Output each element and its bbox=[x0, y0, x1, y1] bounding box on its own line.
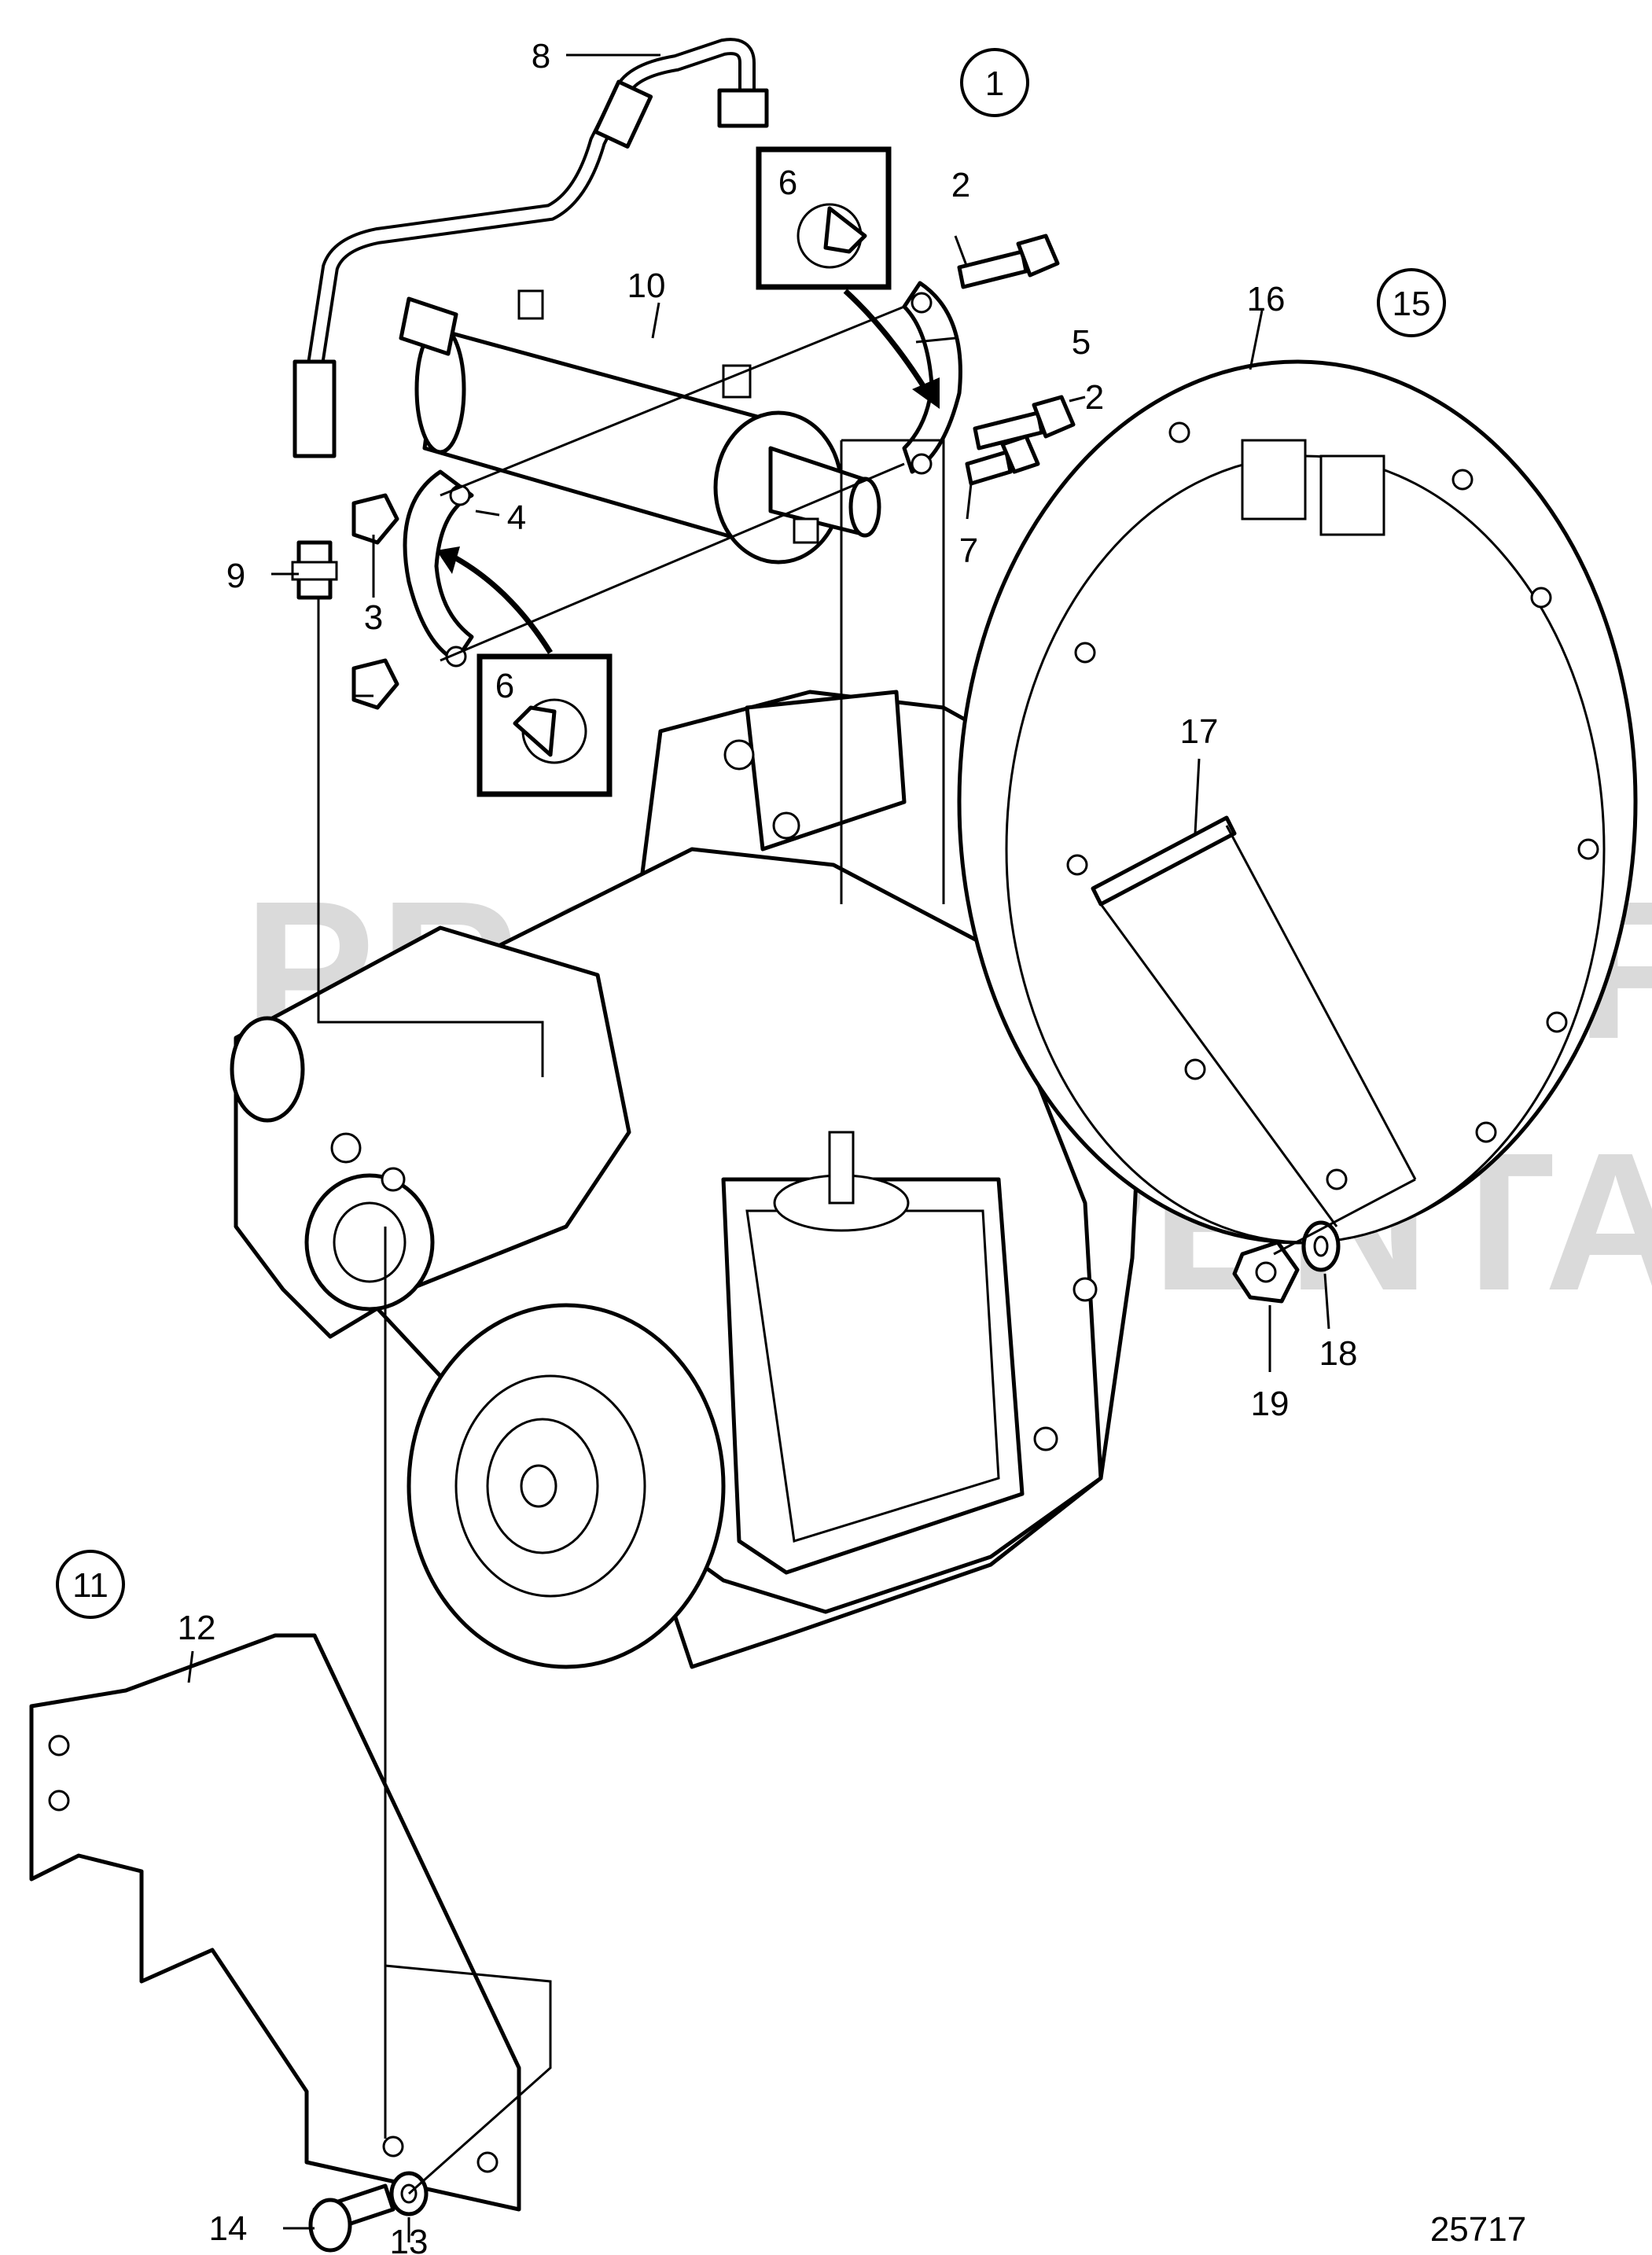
group-label-11: 11 bbox=[72, 1566, 109, 1605]
clamp-5 bbox=[902, 281, 962, 475]
detail-box-6-lower bbox=[436, 546, 613, 797]
callout-14: 14 bbox=[209, 2209, 248, 2248]
bracket-12 bbox=[29, 1633, 521, 2212]
callout-2-upper: 2 bbox=[951, 166, 970, 204]
callout-18: 18 bbox=[1319, 1334, 1358, 1373]
callout-9: 9 bbox=[226, 557, 245, 595]
clamp-4 bbox=[403, 469, 474, 668]
bolt-2-lower bbox=[973, 395, 1076, 451]
callout-8: 8 bbox=[532, 37, 550, 75]
callout-5: 5 bbox=[1072, 323, 1091, 362]
callout-19: 19 bbox=[1251, 1385, 1290, 1423]
callout-7: 7 bbox=[959, 532, 978, 570]
nut-3-upper bbox=[351, 493, 399, 545]
group-label-15: 15 bbox=[1393, 285, 1431, 323]
callout-6-upper: 6 bbox=[778, 164, 797, 202]
callout-13: 13 bbox=[390, 2223, 429, 2255]
group-circle-11: 11 bbox=[56, 1550, 125, 1619]
callout-16: 16 bbox=[1247, 280, 1286, 318]
callout-3-upper: 3 bbox=[364, 598, 383, 637]
group-label-1: 1 bbox=[985, 64, 1004, 103]
callout-labels: 8 2 6 10 5 2 7 4 3 3 9 6 16 17 18 19 12 … bbox=[178, 37, 1358, 2255]
bolt-7 bbox=[965, 434, 1040, 486]
callout-2-lower: 2 bbox=[1085, 378, 1104, 417]
leader-lines bbox=[187, 53, 1417, 2242]
group-circle-1: 1 bbox=[960, 48, 1029, 117]
callout-4: 4 bbox=[507, 498, 526, 537]
detail-box-6-upper bbox=[756, 146, 940, 409]
bolt-14 bbox=[308, 2183, 396, 2253]
gearbox-housing bbox=[230, 690, 1150, 1669]
figure-number: 25717 bbox=[1430, 2210, 1526, 2249]
callout-6-lower: 6 bbox=[495, 667, 514, 705]
group-circle-15: 15 bbox=[1377, 268, 1446, 337]
callout-17: 17 bbox=[1180, 712, 1219, 751]
stud-17 bbox=[1091, 815, 1237, 907]
nut-3-lower bbox=[351, 658, 399, 710]
bolt-2-upper bbox=[957, 234, 1060, 289]
connector-9 bbox=[291, 540, 338, 600]
gasket-16 bbox=[957, 359, 1638, 1245]
oil-cooler bbox=[399, 289, 881, 565]
nut-19 bbox=[1232, 1240, 1300, 1304]
oil-pipe-8 bbox=[293, 38, 769, 458]
callout-10: 10 bbox=[627, 267, 666, 305]
callout-12: 12 bbox=[178, 1609, 216, 1647]
